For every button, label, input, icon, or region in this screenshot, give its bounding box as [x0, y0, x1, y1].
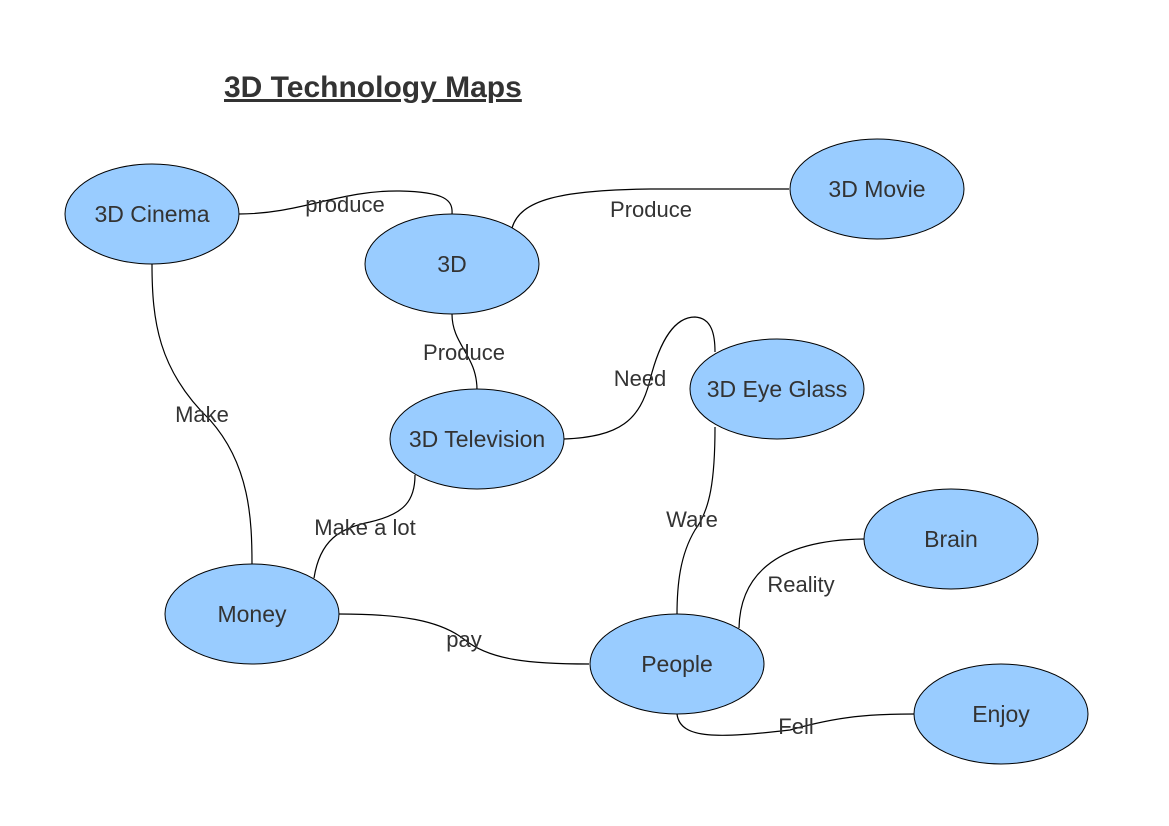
node-3d[interactable]: 3D: [364, 213, 540, 315]
edge-label-produce: produce: [305, 192, 385, 217]
edges: [151, 188, 915, 736]
edge-glass-people: [676, 426, 716, 616]
node-label: Enjoy: [972, 701, 1030, 727]
edge-cinema-money: [151, 263, 253, 566]
node-ellipse: [689, 338, 865, 440]
nodes: 3D Cinema 3D 3D Movie 3D Television 3D E…: [64, 138, 1089, 765]
node-label: Money: [217, 601, 287, 627]
node-3d-cinema[interactable]: 3D Cinema: [64, 163, 240, 265]
edge-label-produce: Produce: [610, 197, 692, 222]
edge-tv-glass: [563, 316, 716, 440]
edge-3d-tv: [451, 313, 478, 391]
edge-money-people: [338, 613, 590, 665]
node-ellipse: [863, 488, 1039, 590]
node-people[interactable]: People: [589, 613, 765, 715]
node-label: 3D Eye Glass: [707, 376, 848, 402]
node-label: 3D Movie: [828, 176, 925, 202]
edge-label-make: Make: [175, 402, 229, 427]
edge-people-brain: [738, 538, 865, 629]
edge-label-pay: pay: [446, 627, 481, 652]
edge-people-enjoy: [676, 713, 915, 736]
node-label: Brain: [924, 526, 978, 552]
node-ellipse: [789, 138, 965, 240]
node-ellipse: [389, 388, 565, 490]
node-3d-eye-glass[interactable]: 3D Eye Glass: [689, 338, 865, 440]
edge-money-tv: [313, 474, 416, 579]
node-3d-television[interactable]: 3D Television: [389, 388, 565, 490]
node-label: 3D Television: [409, 426, 545, 452]
edge-label-make-a-lot: Make a lot: [314, 515, 416, 540]
edge-labels: produce Produce Produce Make Need Make a…: [175, 192, 835, 739]
edge-label-need: Need: [614, 366, 667, 391]
edge-3d-movie: [511, 188, 789, 229]
node-ellipse: [64, 163, 240, 265]
node-label: 3D: [437, 251, 466, 277]
node-money[interactable]: Money: [164, 563, 340, 665]
diagram-title: 3D Technology Maps: [224, 71, 522, 104]
edge-cinema-3d: [238, 190, 453, 215]
edge-label-ware: Ware: [666, 507, 718, 532]
node-ellipse: [913, 663, 1089, 765]
node-ellipse: [364, 213, 540, 315]
node-enjoy[interactable]: Enjoy: [913, 663, 1089, 765]
node-label: 3D Cinema: [94, 201, 209, 227]
node-brain[interactable]: Brain: [863, 488, 1039, 590]
edge-label-reality: Reality: [767, 572, 834, 597]
node-label: People: [641, 651, 713, 677]
node-ellipse: [589, 613, 765, 715]
edge-label-produce: Produce: [423, 340, 505, 365]
edge-label-fell: Fell: [778, 714, 813, 739]
node-ellipse: [164, 563, 340, 665]
node-3d-movie[interactable]: 3D Movie: [789, 138, 965, 240]
